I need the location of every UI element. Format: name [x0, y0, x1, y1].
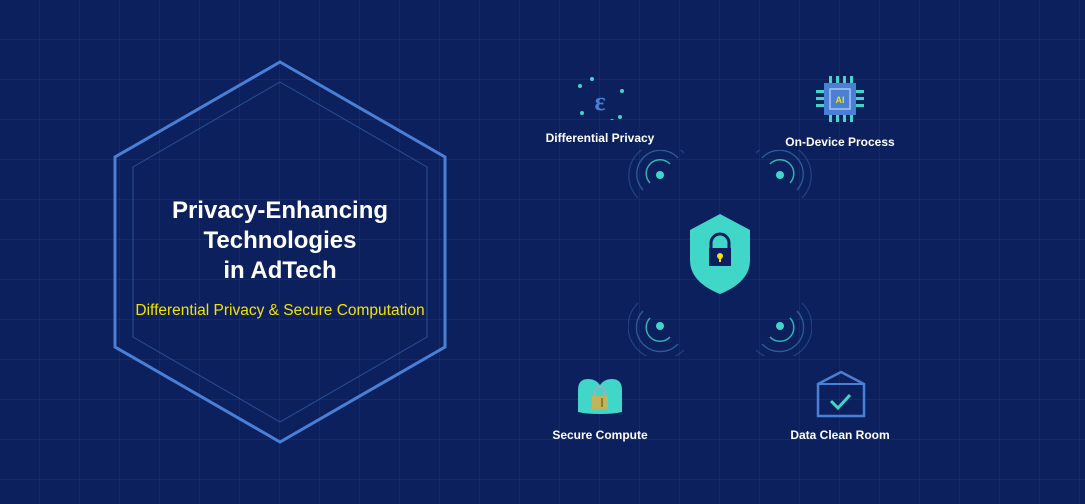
ai-chip-icon: AI: [816, 76, 864, 122]
label-on-device-process: On-Device Process: [785, 135, 895, 149]
title-line-3: in AdTech: [223, 257, 337, 284]
subtitle: Differential Privacy & Secure Computatio…: [135, 302, 425, 319]
label-secure-compute: Secure Compute: [552, 428, 648, 442]
node-differential-privacy: ε: [575, 72, 631, 123]
house-check-icon: [816, 370, 866, 418]
signal-top-left-icon: [628, 150, 685, 199]
signal-bottom-left-icon: [628, 302, 685, 356]
title-line-1: Privacy-Enhancing: [171, 197, 389, 224]
page-title: Privacy-Enhancing Technologies in AdTech: [120, 196, 440, 286]
svg-text:AI: AI: [836, 95, 845, 105]
label-data-clean-room: Data Clean Room: [790, 428, 890, 442]
label-differential-privacy: Differential Privacy: [545, 131, 655, 145]
signal-bottom-right-icon: [755, 302, 812, 356]
epsilon-icon: ε: [578, 77, 624, 123]
svg-text:ε: ε: [594, 87, 605, 116]
signal-top-right-icon: [755, 150, 812, 199]
shield-lock-icon: [690, 214, 750, 294]
cloud-lock-icon: [578, 379, 622, 414]
title-line-2: Technologies: [203, 227, 357, 254]
